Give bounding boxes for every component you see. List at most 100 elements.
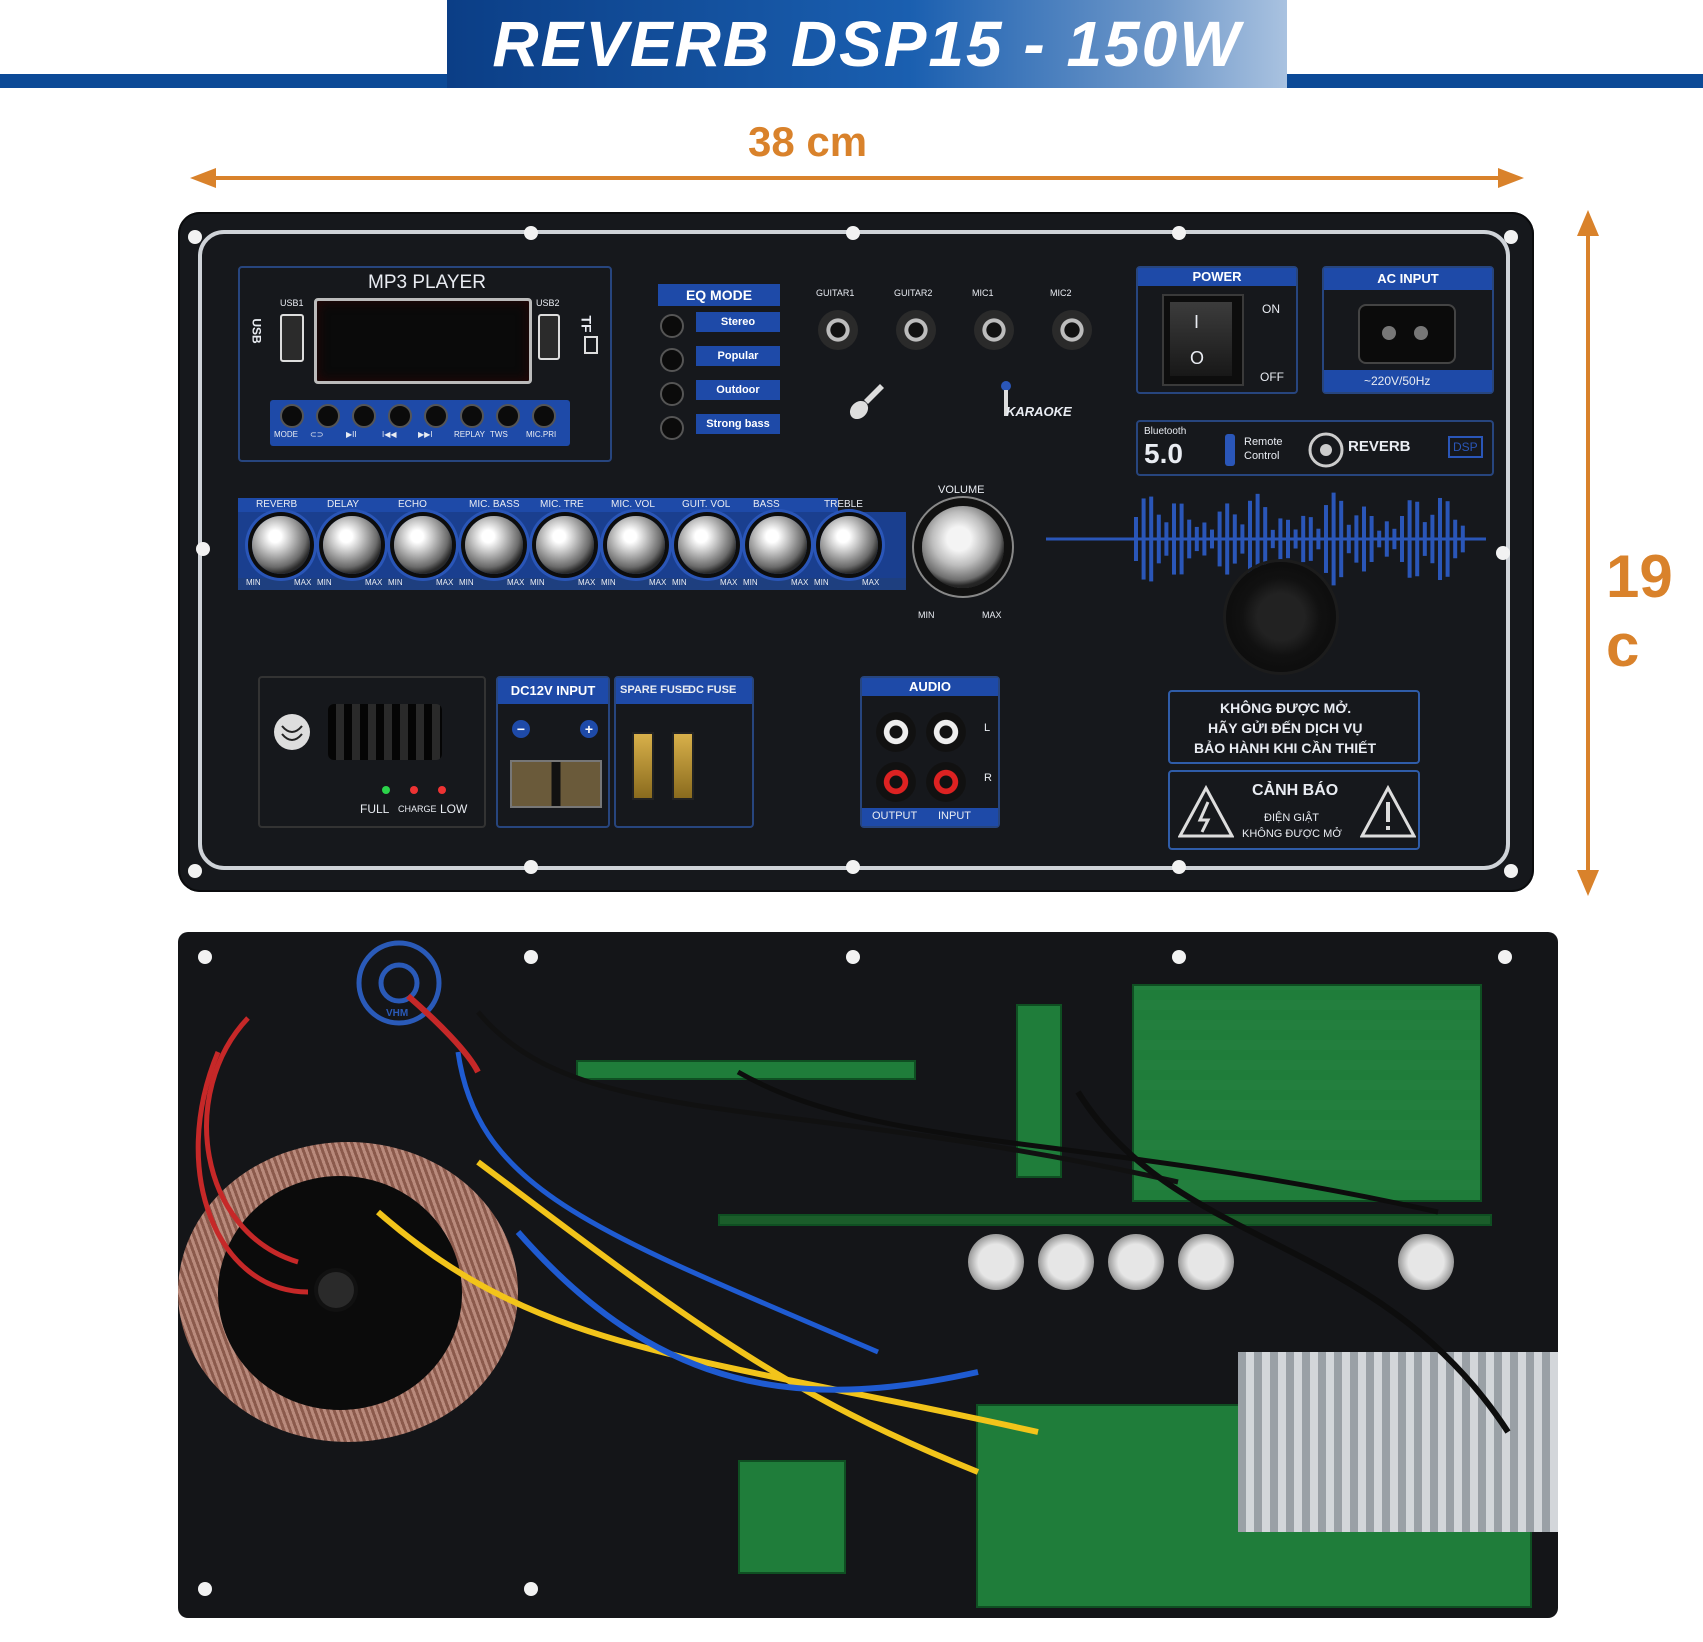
led-low xyxy=(438,786,446,794)
mp3-button[interactable] xyxy=(496,404,520,428)
waveform-bar xyxy=(1217,511,1222,567)
volume-knob[interactable] xyxy=(922,506,1004,588)
audio-right-label: R xyxy=(984,772,992,784)
knob-min-label: MIN xyxy=(601,578,616,587)
waveform-bar xyxy=(1445,501,1450,577)
knob-max-label: MAX xyxy=(791,578,809,587)
mp3-button[interactable] xyxy=(460,404,484,428)
knob-max-label: MAX xyxy=(649,578,667,587)
power-switch-rocker xyxy=(1170,302,1232,376)
mp3-button[interactable] xyxy=(352,404,376,428)
tf-slot[interactable] xyxy=(584,336,598,354)
back-panel-photo: VHM xyxy=(178,932,1558,1618)
notice-line-1: KHÔNG ĐƯỢC MỞ. xyxy=(1220,700,1352,716)
input-jack[interactable] xyxy=(1052,310,1092,350)
waveform-bar xyxy=(1164,522,1169,556)
waveform-bar xyxy=(1263,507,1268,571)
dc-fuse[interactable] xyxy=(672,732,694,800)
rotary-knob[interactable] xyxy=(536,516,594,574)
usb1-port[interactable] xyxy=(280,314,304,362)
mp3-button-strip xyxy=(270,400,570,446)
ac-input-title: AC INPUT xyxy=(1324,268,1492,290)
volume-min-label: MIN xyxy=(918,610,935,620)
pot-cap xyxy=(968,1234,1024,1290)
battery-charge-label: CHARGE xyxy=(398,804,437,814)
mp3-button-label: MIC.PRI xyxy=(526,430,557,439)
ac-socket[interactable] xyxy=(1358,304,1456,364)
knob-min-label: MIN xyxy=(388,578,403,587)
rotary-knob[interactable] xyxy=(607,516,665,574)
knob-max-label: MAX xyxy=(436,578,454,587)
dc-terminal[interactable] xyxy=(510,760,602,808)
eq-mode-button[interactable] xyxy=(660,348,684,372)
guitar-icon xyxy=(849,384,884,420)
mp3-button[interactable] xyxy=(388,404,412,428)
knob-minmax-strip xyxy=(238,578,906,590)
waveform-bar xyxy=(1324,505,1328,573)
knob-label: GUIT. VOL xyxy=(682,499,731,510)
waveform-bar xyxy=(1156,514,1161,564)
eq-mode-button[interactable] xyxy=(660,314,684,338)
mount-hole xyxy=(1498,950,1512,964)
knob-min-label: MIN xyxy=(814,578,829,587)
knob-min-label: MIN xyxy=(530,578,545,587)
knob-max-label: MAX xyxy=(294,578,312,587)
waveform-bar xyxy=(1187,519,1192,559)
width-label: 38 cm xyxy=(748,118,868,165)
rca-output-right[interactable] xyxy=(876,762,916,802)
rotary-knob[interactable] xyxy=(749,516,807,574)
waveform-bar xyxy=(1354,515,1359,563)
rotary-knob[interactable] xyxy=(465,516,523,574)
notice-box: KHÔNG ĐƯỢC MỞ. HÃY GỬI ĐẾN DỊCH VỤ BẢO H… xyxy=(1168,690,1420,764)
eq-mode-label: Stereo xyxy=(696,312,780,332)
mp3-button[interactable] xyxy=(532,404,556,428)
mp3-button[interactable] xyxy=(316,404,340,428)
waveform-bar xyxy=(1422,522,1427,556)
reverb-label: REVERB xyxy=(1348,438,1411,455)
input-jack[interactable] xyxy=(896,310,936,350)
power-on-label: ON xyxy=(1262,302,1280,316)
waveform-bar xyxy=(1430,514,1435,564)
tf-label: TF xyxy=(578,315,595,333)
mount-hole xyxy=(188,230,202,244)
title-banner: REVERB DSP15 - 150W xyxy=(447,0,1287,88)
mp3-button[interactable] xyxy=(424,404,448,428)
rotary-knob[interactable] xyxy=(820,516,878,574)
mp3-button-label: REPLAY xyxy=(454,430,485,439)
input-jack[interactable] xyxy=(818,310,858,350)
dsp-badge: DSP xyxy=(1448,436,1483,458)
input-jack[interactable] xyxy=(974,310,1014,350)
power-switch[interactable]: I O xyxy=(1162,294,1244,386)
bass-port xyxy=(1226,562,1336,672)
mount-hole xyxy=(524,950,538,964)
spare-fuse[interactable] xyxy=(632,732,654,800)
knob-max-label: MAX xyxy=(862,578,880,587)
rca-input-right[interactable] xyxy=(926,762,966,802)
bluetooth-label: Bluetooth xyxy=(1144,426,1187,437)
eq-mode-button[interactable] xyxy=(660,382,684,406)
page-title: REVERB DSP15 - 150W xyxy=(492,8,1242,80)
remote-label-1: Remote xyxy=(1244,436,1283,448)
electric-hazard-icon xyxy=(1178,784,1234,838)
rotary-knob[interactable] xyxy=(678,516,736,574)
rca-input-left[interactable] xyxy=(926,712,966,752)
volume-label: VOLUME xyxy=(938,484,985,496)
usb1-label: USB1 xyxy=(280,298,304,308)
mount-hole xyxy=(846,950,860,964)
rotary-knob[interactable] xyxy=(394,516,452,574)
waveform-bar xyxy=(1286,519,1290,559)
ac-input-module: AC INPUT ~220V/50Hz xyxy=(1322,266,1494,394)
rotary-knob[interactable] xyxy=(252,516,310,574)
waveform-bar xyxy=(1255,493,1260,585)
vhm-logo-icon xyxy=(356,940,442,1026)
rca-output-left[interactable] xyxy=(876,712,916,752)
mount-hole xyxy=(196,542,210,556)
eq-mode-title: EQ MODE xyxy=(658,284,780,306)
audio-output-label: OUTPUT xyxy=(872,810,918,822)
rotary-knob[interactable] xyxy=(323,516,381,574)
mp3-button[interactable] xyxy=(280,404,304,428)
bluetooth-version: 5.0 xyxy=(1144,438,1183,469)
usb2-port[interactable] xyxy=(538,314,560,360)
eq-mode-button[interactable] xyxy=(660,416,684,440)
mount-hole xyxy=(1172,860,1186,874)
